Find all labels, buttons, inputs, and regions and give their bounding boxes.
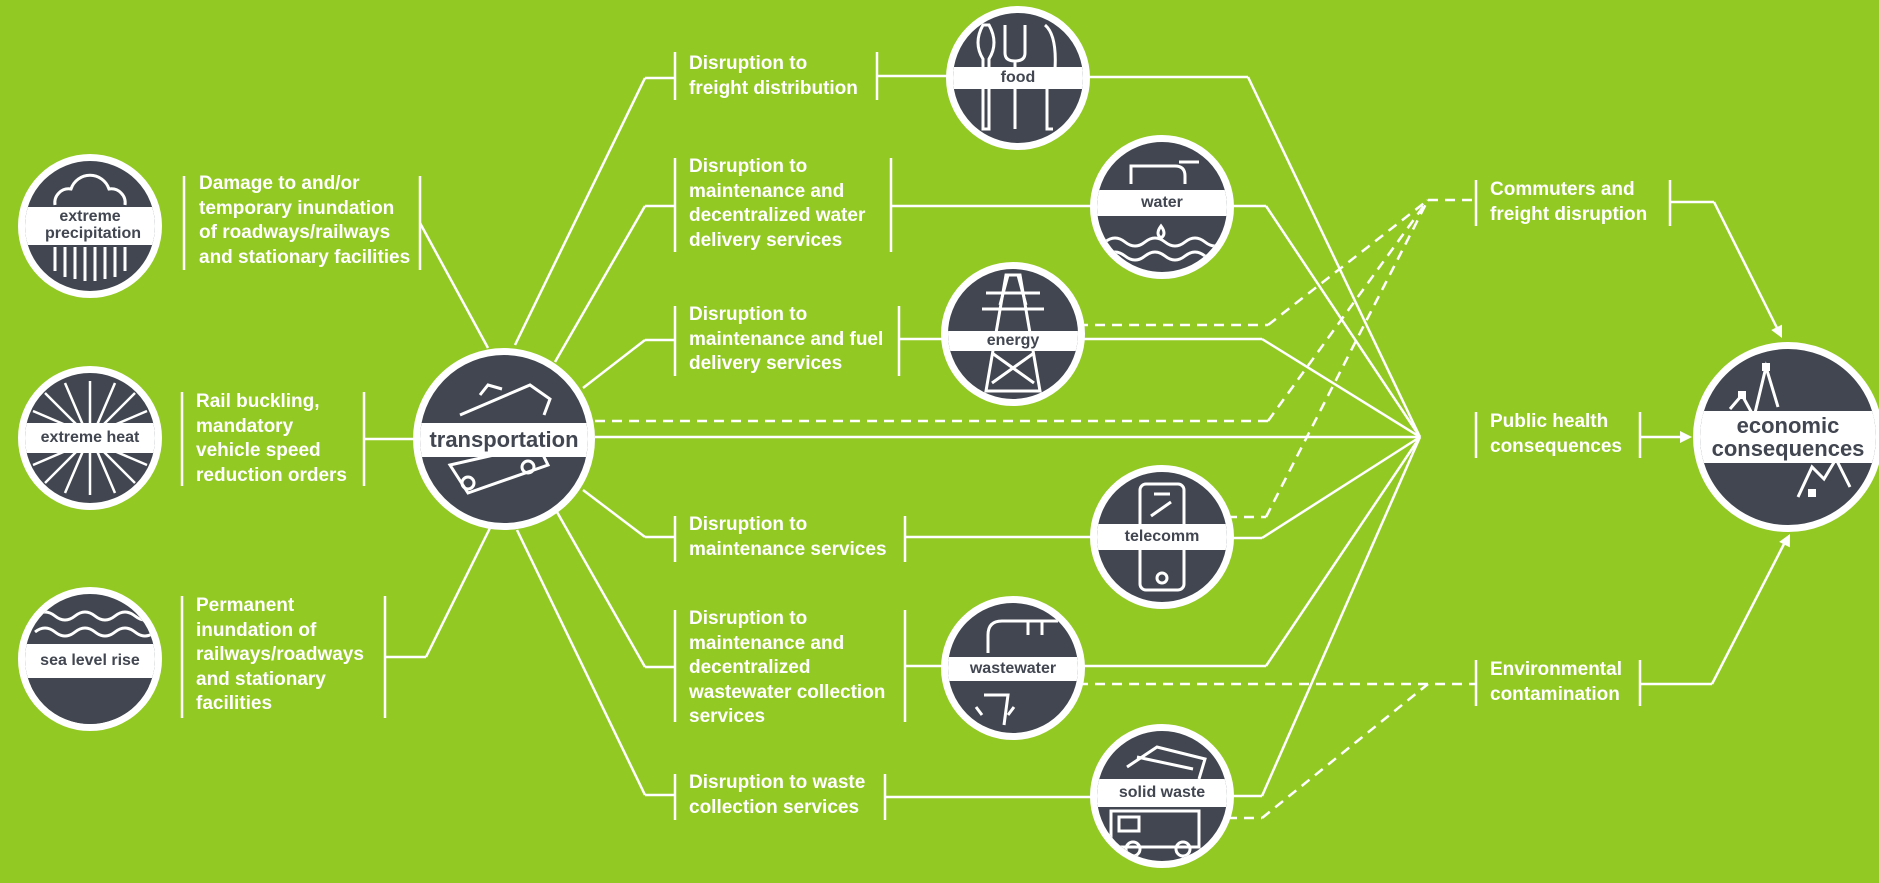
sector-label: food <box>1000 68 1036 86</box>
node-solid-waste: solid waste <box>1090 724 1234 868</box>
sector-label: wastewater <box>969 659 1057 677</box>
arrow-commuters <box>1771 324 1782 338</box>
link-telecomm-health <box>1261 435 1421 540</box>
node-extreme-precipitation: extreme precipitation <box>18 154 162 298</box>
garbage-truck-icon <box>1109 745 1207 858</box>
link-hub-fuel <box>582 339 646 389</box>
link-solid-health <box>1260 436 1422 797</box>
node-extreme-heat: extreme heat <box>18 366 162 510</box>
node-wastewater: wastewater <box>941 596 1085 740</box>
link-environment-final <box>1710 543 1786 685</box>
pipe-icon <box>974 619 1058 726</box>
hazard-label: sea level rise <box>40 651 140 669</box>
faucet-icon <box>1104 160 1226 262</box>
node-sea-level-rise: sea level rise <box>18 587 162 731</box>
link-water-health <box>1264 205 1422 438</box>
rain-cloud-icon <box>53 173 127 281</box>
sector-label: telecomm <box>1124 527 1200 545</box>
arrow-health <box>1680 431 1692 443</box>
node-food: food <box>946 6 1090 150</box>
dash-hub-commuters <box>1266 199 1430 422</box>
hub-label: transportation <box>429 427 579 453</box>
link-hub-wastewater <box>555 511 647 668</box>
node-transportation: transportation <box>413 348 595 530</box>
sector-label: energy <box>986 331 1040 349</box>
dash-telecomm-commuters <box>1264 199 1430 518</box>
node-telecomm: telecomm <box>1090 465 1234 609</box>
node-energy: energy <box>941 262 1085 406</box>
dash-solid-environment <box>1261 683 1429 819</box>
sector-label: water <box>1141 193 1183 211</box>
waves-icon <box>25 610 155 724</box>
link-hub-water <box>553 205 647 363</box>
link-commuters-final <box>1712 201 1780 331</box>
node-water: water <box>1090 135 1234 279</box>
link-energy-health <box>1261 337 1421 439</box>
link-hub-waste <box>515 529 647 796</box>
power-tower-icon <box>982 273 1044 393</box>
link-precip-to-hub <box>418 222 490 349</box>
link-hub-freight <box>513 77 647 346</box>
link-sea-to-hub <box>424 527 492 658</box>
link-hub-maint <box>582 489 646 538</box>
dash-energy-commuters <box>1267 199 1429 326</box>
hazard-label: extreme precipitation <box>45 208 142 242</box>
hazard-label: extreme heat <box>40 428 140 446</box>
link-ww-health <box>1264 436 1422 667</box>
sector-label: solid waste <box>1118 783 1206 801</box>
arrow-environment <box>1779 534 1790 548</box>
link-food-health <box>1246 76 1422 438</box>
